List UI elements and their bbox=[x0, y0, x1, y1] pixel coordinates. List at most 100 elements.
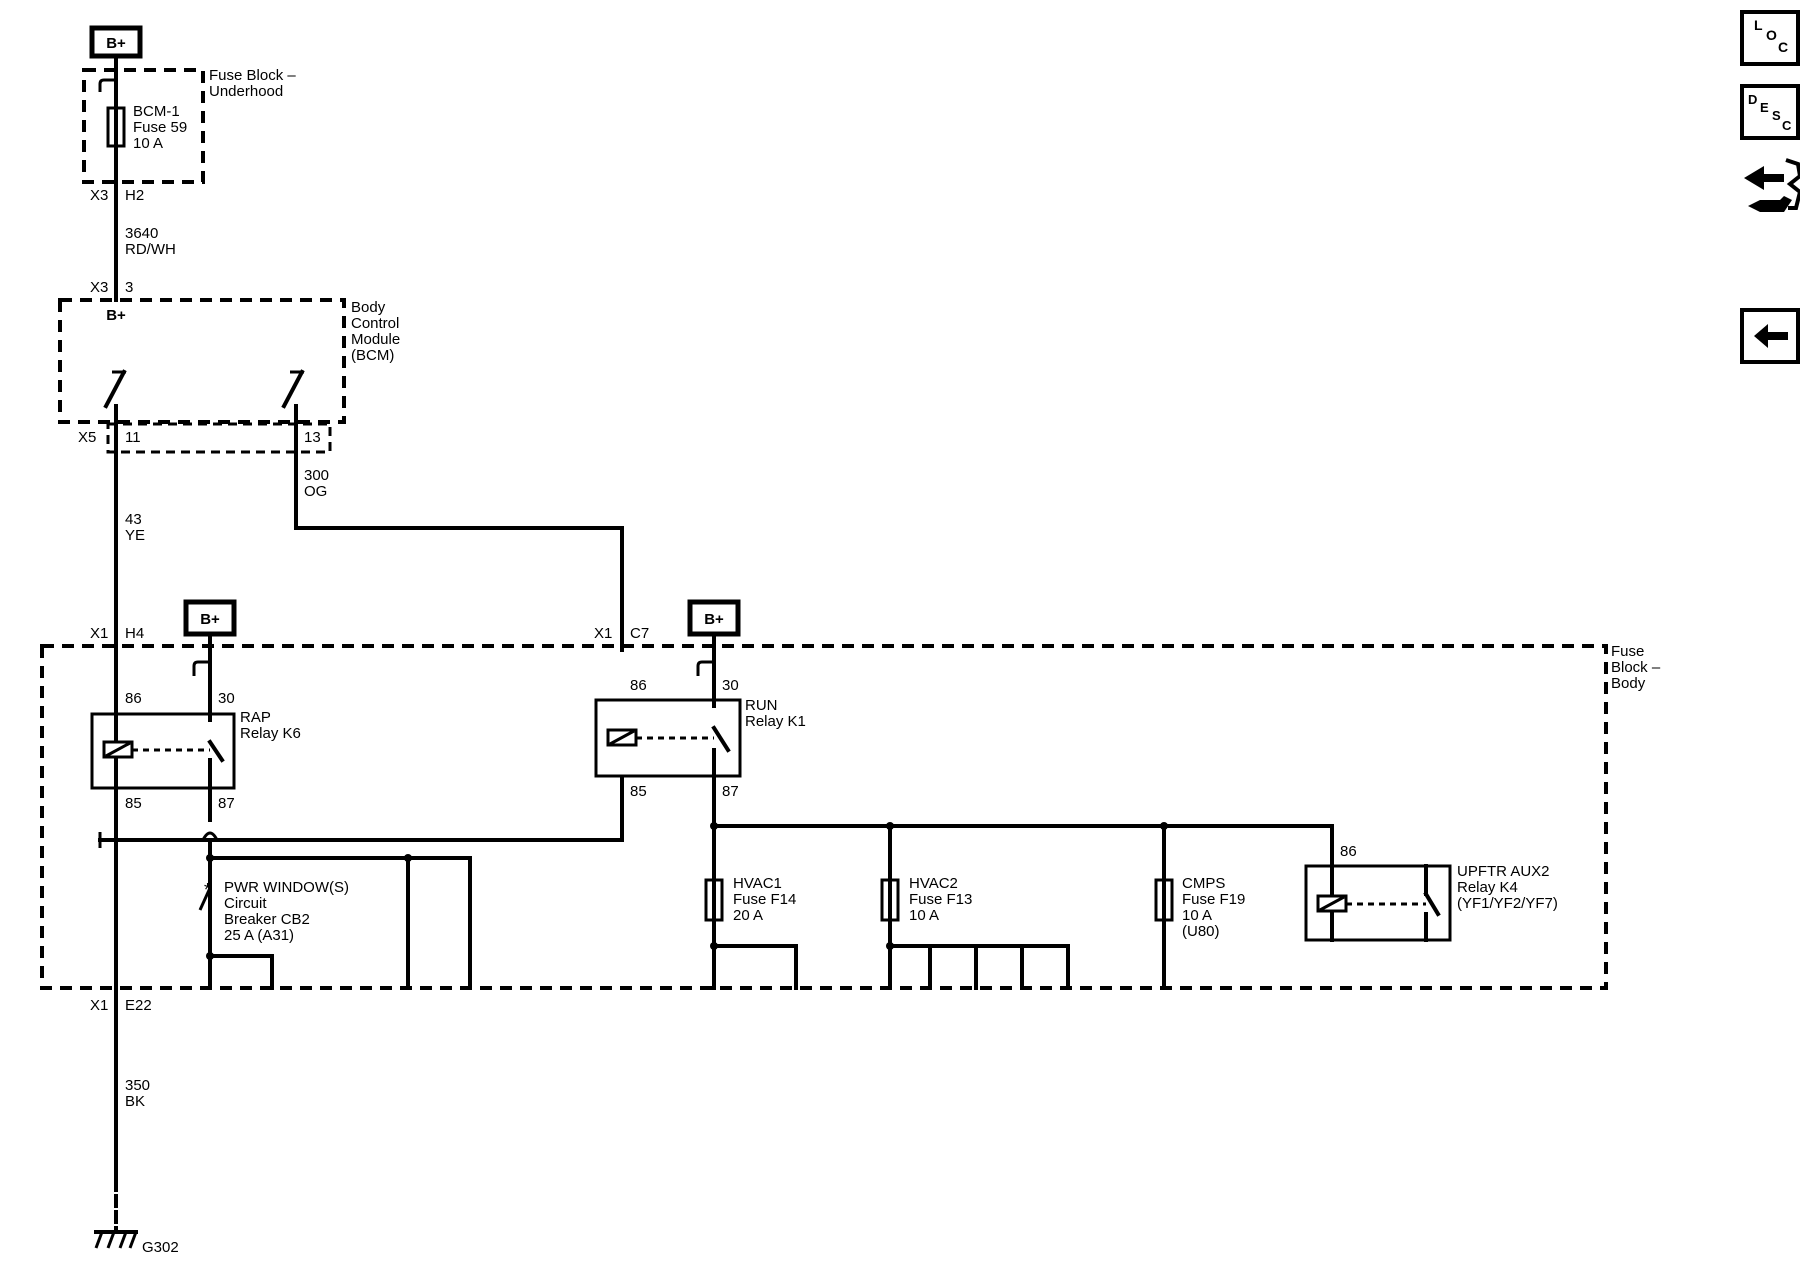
conn-x3-bcm: X3 bbox=[90, 279, 108, 296]
svg-text:Block –: Block – bbox=[1611, 659, 1661, 676]
repair-tools-icon[interactable] bbox=[1744, 158, 1800, 212]
svg-text:20 A: 20 A bbox=[733, 907, 763, 924]
pin-11: 11 bbox=[125, 429, 141, 446]
connector-hook bbox=[98, 78, 116, 92]
svg-text:87: 87 bbox=[218, 795, 235, 812]
hvac2-label: HVAC2 Fuse F13 10 A bbox=[909, 875, 972, 924]
run-relay-pins: 86 30 85 87 bbox=[630, 677, 739, 800]
upftr-pin-86: 86 bbox=[1340, 843, 1357, 860]
svg-text:C: C bbox=[1782, 118, 1792, 133]
svg-text:PWR WINDOW(S): PWR WINDOW(S) bbox=[224, 879, 349, 896]
svg-text:BCM-1: BCM-1 bbox=[133, 103, 180, 120]
svg-text:C: C bbox=[1778, 39, 1788, 55]
svg-text:10 A: 10 A bbox=[133, 135, 163, 152]
run-relay-switch bbox=[711, 725, 731, 753]
svg-text:Module: Module bbox=[351, 331, 400, 348]
svg-text:86: 86 bbox=[125, 690, 142, 707]
svg-text:OG: OG bbox=[304, 483, 327, 500]
fuse-block-body-label: Fuse Block – Body bbox=[1611, 643, 1661, 692]
bcm-outline bbox=[58, 298, 346, 424]
svg-text:43: 43 bbox=[125, 511, 142, 528]
svg-text:Fuse F19: Fuse F19 bbox=[1182, 891, 1245, 908]
rap-relay-label: RAP Relay K6 bbox=[240, 709, 301, 742]
svg-text:B+: B+ bbox=[704, 611, 724, 628]
svg-text:Fuse F13: Fuse F13 bbox=[909, 891, 972, 908]
bcm-switch-1 bbox=[103, 369, 127, 424]
svg-text:10 A: 10 A bbox=[909, 907, 939, 924]
svg-text:L: L bbox=[1754, 17, 1763, 33]
svg-text:Fuse 59: Fuse 59 bbox=[133, 119, 187, 136]
svg-text:10 A: 10 A bbox=[1182, 907, 1212, 924]
rap-relay-switch bbox=[207, 739, 225, 763]
bcm-b-plus: B+ bbox=[106, 307, 126, 324]
svg-text:HVAC1: HVAC1 bbox=[733, 875, 782, 892]
svg-text:D: D bbox=[1748, 92, 1757, 107]
description-icon[interactable]: D E S C bbox=[1740, 84, 1800, 140]
bcm-switch-2 bbox=[281, 369, 305, 424]
wire-crossover bbox=[201, 831, 219, 841]
svg-text:*: * bbox=[204, 880, 211, 900]
svg-text:RAP: RAP bbox=[240, 709, 271, 726]
upftr-relay-label: UPFTR AUX2 Relay K4 (YF1/YF2/YF7) bbox=[1457, 863, 1558, 912]
svg-text:Fuse F14: Fuse F14 bbox=[733, 891, 796, 908]
conn-x3: X3 bbox=[90, 187, 108, 204]
b-plus-source-rap: B+ bbox=[183, 599, 237, 637]
svg-text:(U80): (U80) bbox=[1182, 923, 1220, 940]
svg-text:Control: Control bbox=[351, 315, 399, 332]
svg-text:S: S bbox=[1772, 108, 1781, 123]
location-icon[interactable]: L O C bbox=[1740, 10, 1800, 66]
fuse-block-underhood-outline bbox=[82, 68, 205, 184]
bcm-label: Body Control Module (BCM) bbox=[351, 299, 400, 364]
back-arrow-icon[interactable] bbox=[1740, 308, 1800, 364]
svg-text:Body: Body bbox=[351, 299, 386, 316]
wire-350-label: 350 BK bbox=[125, 1077, 150, 1110]
pin-13: 13 bbox=[304, 429, 321, 446]
pin-c7: C7 bbox=[630, 625, 649, 642]
svg-text:YE: YE bbox=[125, 527, 145, 544]
pin-3: 3 bbox=[125, 279, 133, 296]
run-connector-hook bbox=[696, 660, 714, 676]
pin-h4: H4 bbox=[125, 625, 144, 642]
svg-text:UPFTR AUX2: UPFTR AUX2 bbox=[1457, 863, 1550, 880]
svg-text:Body: Body bbox=[1611, 675, 1646, 692]
svg-text:85: 85 bbox=[630, 783, 647, 800]
rap-relay-pins: 86 30 85 87 bbox=[125, 690, 235, 812]
svg-text:86: 86 bbox=[630, 677, 647, 694]
cmps-label: CMPS Fuse F19 10 A (U80) bbox=[1182, 875, 1245, 940]
pin-h2: H2 bbox=[125, 187, 144, 204]
svg-text:E: E bbox=[1760, 100, 1769, 115]
pin-e22: E22 bbox=[125, 997, 152, 1014]
svg-text:B+: B+ bbox=[200, 611, 220, 628]
svg-text:BK: BK bbox=[125, 1093, 145, 1110]
svg-text:87: 87 bbox=[722, 783, 739, 800]
fuse-block-underhood-label: Fuse Block – Underhood bbox=[209, 67, 296, 100]
svg-text:RUN: RUN bbox=[745, 697, 778, 714]
conn-x1-e22: X1 bbox=[90, 997, 108, 1014]
b-plus-source-run: B+ bbox=[687, 599, 741, 637]
svg-text:B+: B+ bbox=[106, 35, 126, 52]
x5-connector-outline bbox=[106, 422, 332, 454]
svg-text:Underhood: Underhood bbox=[209, 83, 283, 100]
fuse-block-body-outline bbox=[40, 644, 1608, 990]
run-relay-label: RUN Relay K1 bbox=[745, 697, 806, 730]
circuit-breaker-label: PWR WINDOW(S) Circuit Breaker CB2 25 A (… bbox=[224, 879, 349, 944]
rap-relay-k6 bbox=[90, 712, 236, 790]
svg-text:CMPS: CMPS bbox=[1182, 875, 1225, 892]
svg-text:Fuse Block –: Fuse Block – bbox=[209, 67, 296, 84]
svg-text:RD/WH: RD/WH bbox=[125, 241, 176, 258]
svg-text:(YF1/YF2/YF7): (YF1/YF2/YF7) bbox=[1457, 895, 1558, 912]
svg-text:O: O bbox=[1766, 27, 1777, 43]
svg-text:(BCM): (BCM) bbox=[351, 347, 394, 364]
conn-x1-h4: X1 bbox=[90, 625, 108, 642]
svg-text:Breaker CB2: Breaker CB2 bbox=[224, 911, 310, 928]
svg-text:350: 350 bbox=[125, 1077, 150, 1094]
wire-43-label: 43 YE bbox=[125, 511, 145, 544]
svg-text:300: 300 bbox=[304, 467, 329, 484]
svg-text:25 A (A31): 25 A (A31) bbox=[224, 927, 294, 944]
b-plus-source-top: B+ bbox=[89, 25, 143, 59]
conn-x1-c7: X1 bbox=[594, 625, 612, 642]
svg-text:30: 30 bbox=[218, 690, 235, 707]
svg-text:30: 30 bbox=[722, 677, 739, 694]
svg-text:Relay K4: Relay K4 bbox=[1457, 879, 1518, 896]
